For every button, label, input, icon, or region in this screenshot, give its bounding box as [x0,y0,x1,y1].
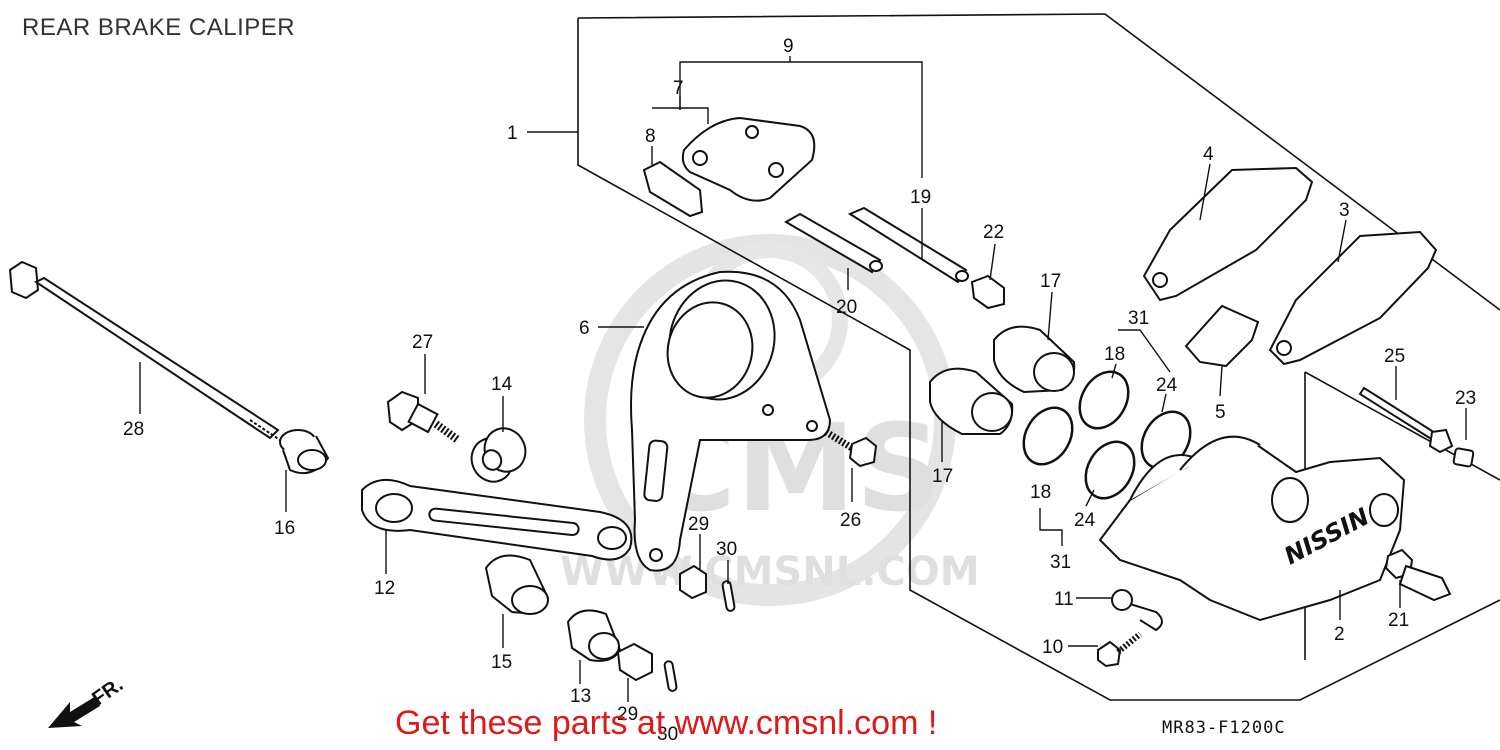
callout-8: 8 [645,126,656,147]
callout-19: 19 [910,187,931,208]
part-25-pad-pin [1358,386,1454,454]
part-14-bearing [470,427,527,483]
callout-20: 20 [836,297,857,318]
callout-6: 6 [579,318,590,339]
part-20-slide-pin [783,212,883,274]
callout-22: 22 [983,222,1004,243]
part-3-brake-pad [1268,230,1438,366]
callout-29-lower: 29 [617,704,638,725]
callout-18-lower: 18 [1030,482,1051,503]
callout-14: 14 [491,374,513,395]
part-30-cotter-pins [663,580,736,692]
callout-7: 7 [673,78,684,99]
callout-17-lower: 17 [932,466,953,487]
part-27-bolt [386,390,461,444]
callout-12: 12 [374,578,395,599]
part-11-hose-clip [1111,589,1163,632]
part-23-plug [1452,447,1475,468]
callout-28: 28 [123,419,144,440]
callout-25: 25 [1384,346,1405,367]
leader-lines [139,56,1467,702]
part-28-axle-bolt [8,260,281,441]
part-5-pad-spring [1184,304,1260,368]
part-29-nuts [616,564,707,682]
callout-labels: 1 2 3 4 5 6 7 8 9 10 11 12 13 14 15 16 1… [123,36,1476,745]
callout-5: 5 [1215,402,1226,423]
callout-21: 21 [1388,610,1409,631]
part-15-bushing [484,554,550,615]
callout-17-upper: 17 [1040,271,1061,292]
callout-2: 2 [1334,624,1345,645]
callout-26: 26 [840,510,861,531]
callout-3: 3 [1339,200,1350,221]
callout-16: 16 [274,518,295,539]
callout-4: 4 [1203,144,1214,165]
part-17-piston-lower [929,367,1014,435]
part-4-brake-pad [1142,166,1314,302]
part-8-pad-spring [642,160,704,218]
callout-24-lower: 24 [1074,510,1096,531]
part-7-pad-retainer [681,116,816,202]
part-26-bolt [824,429,878,468]
callout-30-upper: 30 [716,539,737,560]
part-17-piston-upper [993,325,1076,394]
callout-31-upper: 31 [1128,308,1149,329]
callout-9: 9 [783,36,794,57]
callout-31-lower: 31 [1050,552,1071,573]
front-direction-arrow: FR. [48,674,127,728]
callout-30-lower: 30 [657,724,678,745]
part-18-piston-seals [1022,370,1130,466]
callout-24-upper: 24 [1156,375,1178,396]
callout-23: 23 [1455,388,1476,409]
callout-10: 10 [1042,637,1063,658]
part-24-dust-seals [1084,410,1192,500]
callout-18-upper: 18 [1104,344,1125,365]
promo-link[interactable]: Get these parts at www.cmsnl.com ! [395,704,938,742]
callout-1: 1 [507,123,518,144]
page-title: REAR BRAKE CALIPER [22,14,296,41]
part-16-collar [279,429,330,474]
callout-13: 13 [570,686,591,707]
part-2-caliper-body: NISSIN [1098,435,1406,622]
callout-15: 15 [491,652,512,673]
part-6-caliper-bracket [630,270,832,572]
part-10-bolt [1097,631,1142,668]
callout-11: 11 [1054,589,1074,610]
callout-29-upper: 29 [688,514,709,535]
callout-27: 27 [412,332,433,353]
diagram-code: MR83-F1200C [1162,718,1286,738]
part-12-torque-rod [361,479,633,561]
part-22-cap [970,274,1005,310]
part-13-collar [566,609,622,662]
part-21-bleeder [1384,548,1452,602]
